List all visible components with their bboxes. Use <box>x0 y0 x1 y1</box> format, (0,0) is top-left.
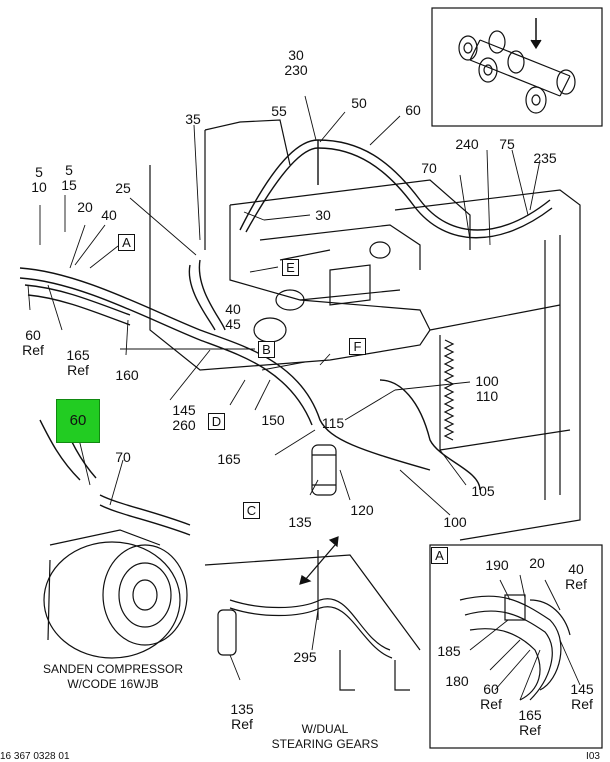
label-75: 75 <box>499 136 515 152</box>
label-70-compressor: 70 <box>115 449 131 465</box>
label-60-ref: 60 Ref <box>22 327 44 358</box>
label-5-10: 5 10 <box>31 164 47 195</box>
label-100-bottom: 100 <box>443 514 467 530</box>
label-30-230: 30 230 <box>284 47 308 78</box>
callout-box-a-inset: A <box>431 547 448 564</box>
chassis-icon <box>458 18 576 114</box>
callout-box-c: C <box>243 502 260 519</box>
label-40-ref: 40 Ref <box>565 561 587 592</box>
label-20-left: 20 <box>77 199 93 215</box>
callout-box-e: E <box>282 259 299 276</box>
label-165: 165 <box>217 451 241 467</box>
label-165-ref: 165 Ref <box>66 347 90 378</box>
label-145-260: 145 260 <box>172 402 196 433</box>
label-120: 120 <box>350 502 374 518</box>
label-50: 50 <box>351 95 367 111</box>
callout-box-a: A <box>118 234 135 251</box>
inset-a-frame <box>429 544 603 749</box>
label-70-top: 70 <box>421 160 437 176</box>
label-60-top: 60 <box>405 102 421 118</box>
callout-box-b: B <box>258 341 275 358</box>
label-60-ref-inset: 60 Ref <box>480 681 502 712</box>
label-100-110: 100 110 <box>475 373 499 404</box>
label-40-45: 40 45 <box>225 301 241 332</box>
receiver-drier <box>311 444 337 496</box>
label-165-ref-inset: 165 Ref <box>518 707 542 738</box>
corner-code: I03 <box>586 751 600 762</box>
label-55: 55 <box>271 103 287 119</box>
chassis-inset-frame <box>431 7 603 127</box>
leader-lines <box>27 95 581 701</box>
dual-steering-caption: W/DUAL STEARING GEARS <box>271 722 379 751</box>
compressor-caption: SANDEN COMPRESSOR W/CODE 16WJB <box>42 662 184 691</box>
engine-block <box>149 119 471 371</box>
label-105: 105 <box>471 483 495 499</box>
label-240: 240 <box>455 136 479 152</box>
refrigerant-hoses <box>19 139 553 536</box>
inset-a-drawing <box>459 594 571 701</box>
label-135: 135 <box>288 514 312 530</box>
label-115: 115 <box>321 415 345 431</box>
highlighted-part-60[interactable]: 60 <box>56 399 100 443</box>
callout-box-d: D <box>208 413 225 430</box>
label-20-inset: 20 <box>529 555 545 571</box>
label-145-ref: 145 Ref <box>570 681 594 712</box>
label-295: 295 <box>293 649 317 665</box>
label-160: 160 <box>115 367 139 383</box>
label-185: 185 <box>437 643 461 659</box>
callout-box-f: F <box>349 338 366 355</box>
label-25: 25 <box>115 180 131 196</box>
label-35: 35 <box>185 111 201 127</box>
label-30-mid: 30 <box>315 207 331 223</box>
sanden-compressor <box>43 529 188 659</box>
label-150: 150 <box>261 412 285 428</box>
label-135-ref: 135 Ref <box>230 701 254 732</box>
label-180: 180 <box>445 673 469 689</box>
label-190: 190 <box>485 557 509 573</box>
label-5-15: 5 15 <box>61 162 77 193</box>
label-235: 235 <box>533 150 557 166</box>
label-40-left: 40 <box>101 207 117 223</box>
drawing-number: 16 367 0328 01 <box>0 751 70 762</box>
dual-steering-view <box>204 550 421 691</box>
view-arrow <box>304 544 336 581</box>
